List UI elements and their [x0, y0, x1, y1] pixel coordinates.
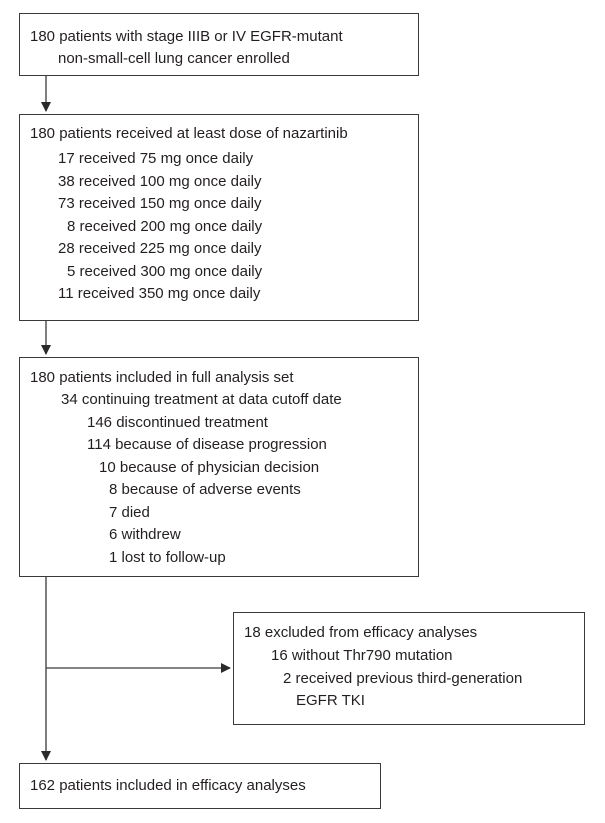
excluded-item: EGFR TKI	[296, 692, 365, 709]
efficacy-title: 162 patients included in efficacy analys…	[30, 777, 306, 794]
dose-item: 28 received 225 mg once daily	[58, 240, 262, 257]
dose-item: 73 received 150 mg once daily	[58, 195, 262, 212]
discontinuation-reason: 1 lost to follow-up	[109, 549, 226, 566]
dosing-box: 180 patients received at least dose of n…	[19, 114, 419, 321]
efficacy-box: 162 patients included in efficacy analys…	[19, 763, 381, 809]
excluded-item: 16 without Thr790 mutation	[271, 647, 453, 664]
excluded-item: 2 received previous third-generation	[283, 670, 523, 687]
dose-item: 8 received 200 mg once daily	[67, 218, 263, 235]
dosing-title: 180 patients received at least dose of n…	[30, 125, 348, 142]
enrolled-line-1: 180 patients with stage IIIB or IV EGFR-…	[30, 28, 343, 45]
excluded-title: 18 excluded from efficacy analyses	[244, 624, 478, 641]
dose-item: 5 received 300 mg once daily	[67, 263, 263, 280]
discontinuation-reason: 7 died	[109, 504, 150, 521]
discontinuation-reason: 10 because of physician decision	[99, 459, 320, 476]
analysis-discontinued: 146 discontinued treatment	[87, 414, 268, 431]
dose-item: 17 received 75 mg once daily	[58, 150, 254, 167]
discontinuation-reason: 8 because of adverse events	[109, 481, 301, 498]
enrolled-line-2: non-small-cell lung cancer enrolled	[58, 50, 290, 67]
discontinuation-reason: 114 because of disease progression	[87, 436, 327, 453]
discontinuation-reason: 6 withdrew	[109, 526, 181, 543]
analysis-title: 180 patients included in full analysis s…	[30, 369, 294, 386]
analysis-box: 180 patients included in full analysis s…	[19, 357, 419, 577]
dose-item: 11 received 350 mg once daily	[58, 285, 261, 302]
analysis-continuing: 34 continuing treatment at data cutoff d…	[61, 391, 342, 408]
excluded-box: 18 excluded from efficacy analyses 16 wi…	[233, 612, 585, 725]
dose-item: 38 received 100 mg once daily	[58, 173, 262, 190]
enrolled-box: 180 patients with stage IIIB or IV EGFR-…	[19, 13, 419, 76]
